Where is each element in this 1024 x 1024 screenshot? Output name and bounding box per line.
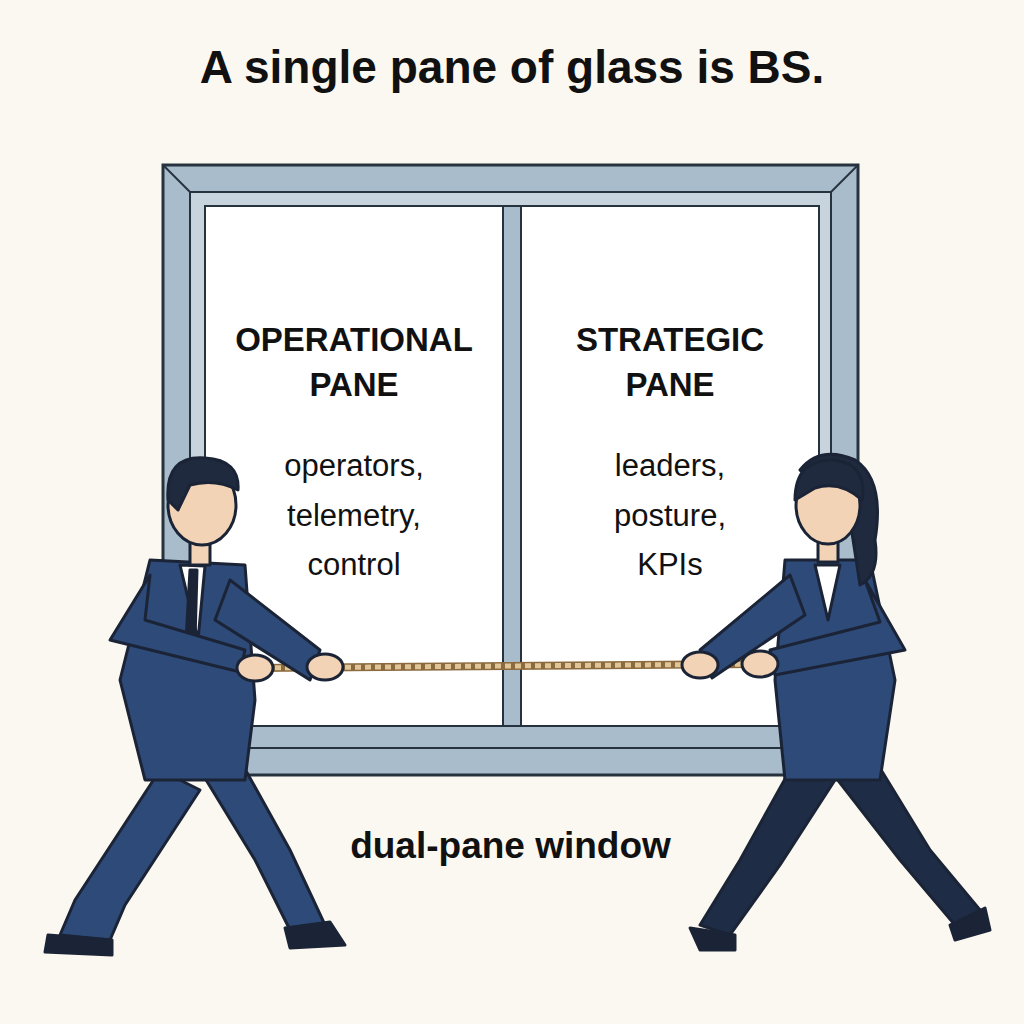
window-pane: STRATEGIC PANE leaders, posture, KPIs bbox=[521, 206, 819, 726]
window-pane: OPERATIONAL PANE operators, telemetry, co… bbox=[205, 206, 503, 726]
diagram-title: A single pane of glass is BS. bbox=[0, 40, 1024, 94]
pane-heading: STRATEGIC PANE bbox=[539, 318, 801, 407]
window-caption: dual-pane window bbox=[163, 825, 858, 867]
woman-figure bbox=[682, 454, 990, 950]
pane-body: leaders, posture, KPIs bbox=[590, 441, 750, 590]
dual-pane-window: dual-pane windowOPERATIONAL PANEoperator… bbox=[163, 165, 858, 775]
frame-inner bbox=[190, 192, 831, 748]
sill bbox=[205, 726, 819, 748]
pane-heading: OPERATIONAL PANE bbox=[223, 318, 485, 407]
mullion bbox=[503, 206, 521, 726]
frame-outer bbox=[163, 165, 858, 775]
pane-body: operators, telemetry, control bbox=[274, 441, 434, 590]
